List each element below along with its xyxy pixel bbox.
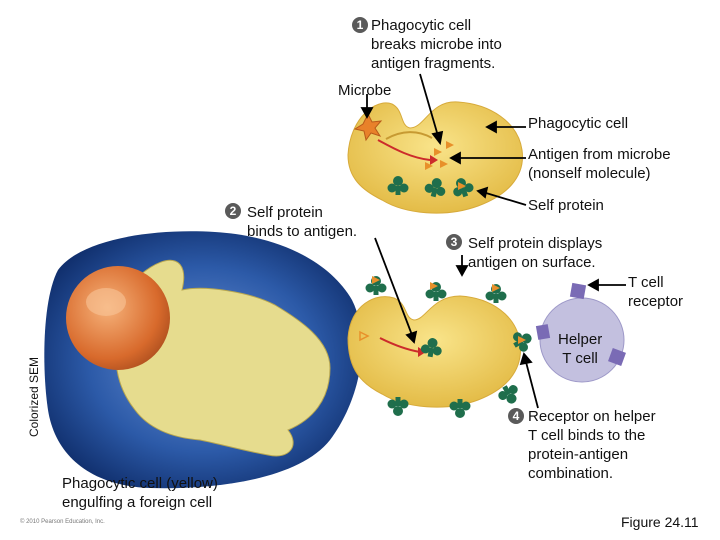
step-2-badge: 2 — [225, 203, 241, 219]
step-1-label: Phagocytic cell breaks microbe into anti… — [371, 17, 502, 72]
self-protein-label: Self protein — [528, 197, 604, 214]
sem-micrograph — [44, 231, 362, 489]
colorized-sem-label: Colorized SEM — [27, 356, 41, 437]
antigen-label: Antigen from microbe (nonself molecule) — [528, 146, 671, 182]
sem-yellow-cell — [115, 259, 331, 457]
step-1-badge: 1 — [352, 17, 368, 33]
pointer-lines — [360, 73, 626, 409]
phagocytic-cell-label: Phagocytic cell — [528, 115, 629, 132]
step-2-label: Self protein binds to antigen. — [247, 204, 358, 240]
helper-t-cell — [535, 282, 626, 383]
phagocytic-cell-bottom — [347, 276, 537, 418]
t-cell-receptor-label: T cell receptor — [628, 274, 684, 310]
step-3-badge: 3 — [446, 234, 462, 250]
step-3-label: Self protein displays antigen on surface… — [468, 235, 603, 271]
red-arrow-bottom — [379, 337, 421, 353]
red-arrow-top — [377, 139, 431, 161]
step-4-badge: 4 — [508, 408, 524, 424]
step-4-label: Receptor on helper T cell binds to the p… — [528, 408, 656, 482]
sem-foreign-cell — [66, 266, 170, 370]
helper-t-cell-label: Helper T cell — [558, 331, 603, 367]
copyright: © 2010 Pearson Education, Inc. — [20, 519, 105, 525]
microbe-label: Microbe — [338, 82, 392, 99]
phagocytic-cell-top — [347, 101, 523, 214]
figure-label: Figure 24.11 — [621, 514, 699, 530]
microbe-star — [353, 112, 383, 142]
sem-caption: Phagocytic cell (yellow) engulfing a for… — [62, 475, 218, 511]
